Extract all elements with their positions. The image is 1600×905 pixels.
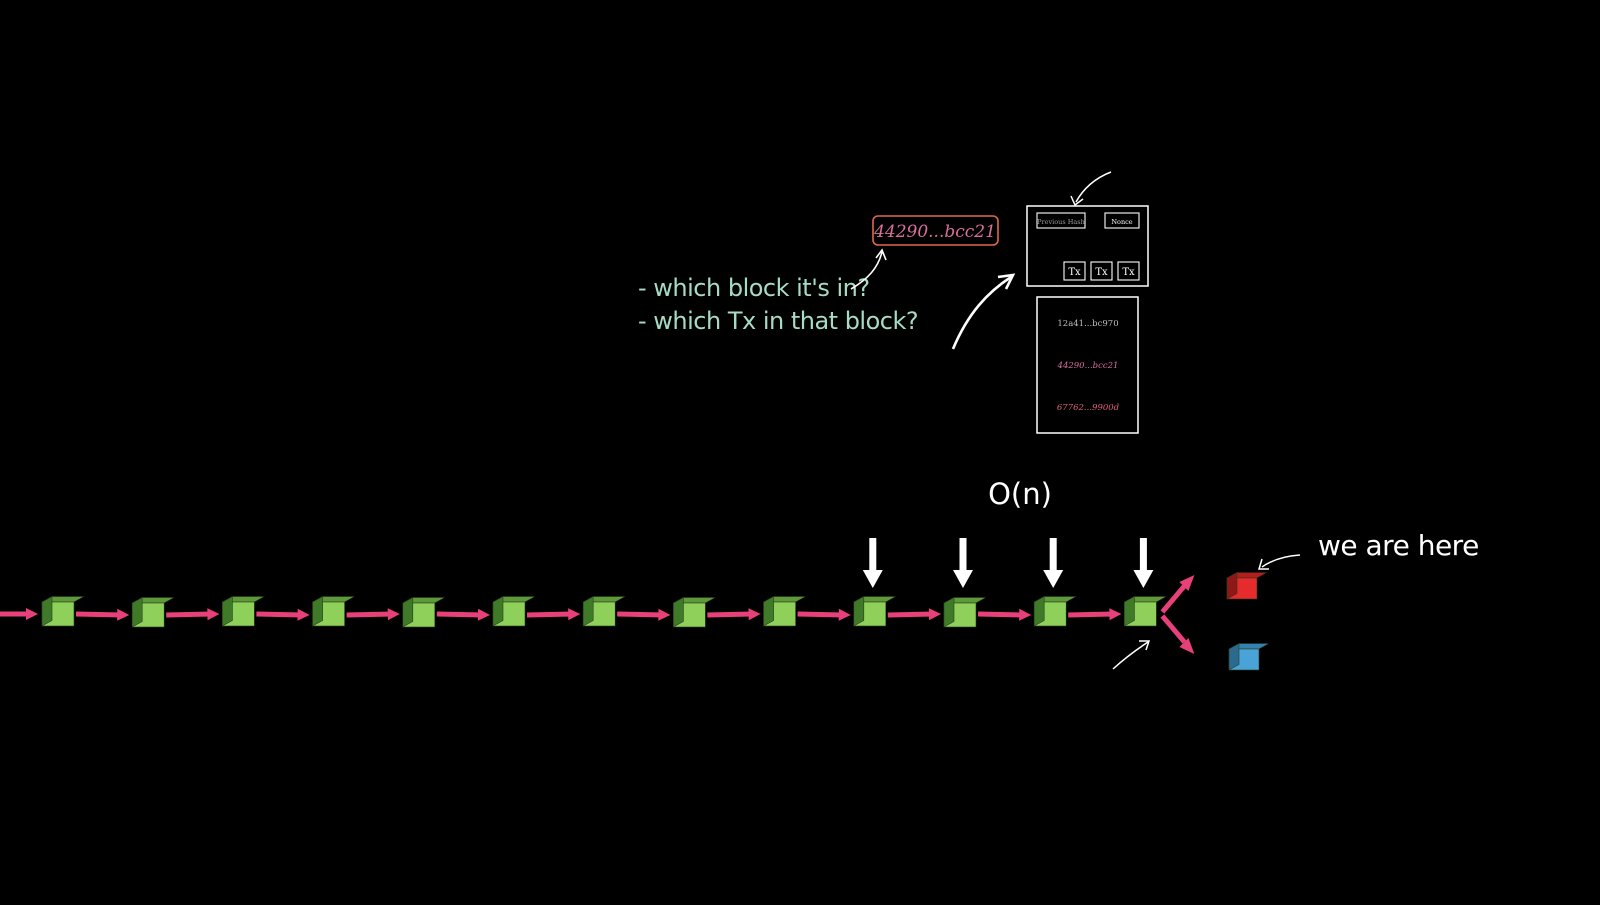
chain-block xyxy=(492,595,536,627)
chain-block xyxy=(1033,595,1077,627)
tx-cell-label: Tx xyxy=(1095,267,1108,278)
chain-link-arrow xyxy=(1068,611,1114,618)
chain-link-arrowhead xyxy=(26,608,38,620)
arrow-into-header xyxy=(1075,171,1112,203)
search-arrow-head xyxy=(1043,570,1064,588)
previous-hash-field xyxy=(1036,212,1086,229)
search-arrow-head xyxy=(953,570,973,588)
tx-hash-item-3: 67762...9900d xyxy=(1057,403,1120,413)
arrow-to-tip xyxy=(1261,554,1301,568)
chain-block xyxy=(41,595,85,627)
search-arrow-shaft xyxy=(959,538,967,572)
search-arrows xyxy=(862,538,1154,588)
fork-arrow-lower-head xyxy=(1179,638,1195,654)
chain-link-arrowhead xyxy=(658,608,671,621)
chain-block xyxy=(312,595,355,627)
search-arrow-shaft xyxy=(869,538,877,572)
chain-block xyxy=(673,596,716,628)
tx-cell-label: Tx xyxy=(1068,267,1081,278)
arrow-to-block-header-head xyxy=(997,273,1016,290)
arrow-to-tip-head xyxy=(1257,558,1269,570)
chain-link-arrowhead xyxy=(928,608,941,621)
search-arrow-head xyxy=(1133,570,1154,588)
chain-block xyxy=(1124,595,1167,627)
chain-link-arrow xyxy=(887,611,934,618)
fork-tip-blue xyxy=(1228,642,1270,671)
chain-link-arrow xyxy=(797,611,843,618)
arrow-notes-to-hash-head xyxy=(875,248,887,261)
chain-link-arrowhead xyxy=(297,608,310,621)
tx-hash-item-2: 44290...bcc21 xyxy=(1057,361,1119,371)
arrow-into-header-head xyxy=(1070,195,1084,207)
highlight-hash-text: 44290...bcc21 xyxy=(873,222,996,242)
tx-cells: Tx Tx Tx xyxy=(1063,261,1140,281)
chain-link-arrow xyxy=(166,611,212,618)
chain-link-arrowhead xyxy=(477,608,490,621)
tip-label: we are here xyxy=(1318,529,1479,562)
chain-link-arrowhead xyxy=(117,608,130,621)
chain-block xyxy=(582,595,626,627)
chain-block xyxy=(131,596,175,628)
chain-link-arrowhead xyxy=(1019,608,1032,621)
note-line-which-tx: - which Tx in that block? xyxy=(638,307,918,335)
chain-block xyxy=(763,595,806,627)
tx-cell xyxy=(1063,261,1086,281)
chain-link-arrow xyxy=(526,611,573,618)
tx-hash-list-box: 12a41...bc970 44290...bcc21 67762...9900… xyxy=(1036,296,1139,434)
highlight-hash-box: 44290...bcc21 xyxy=(872,215,999,246)
chain-link-arrow xyxy=(617,611,663,618)
fork-arrow-upper-head xyxy=(1179,575,1195,591)
arrow-to-last-block-head xyxy=(1139,640,1151,651)
tx-cell xyxy=(1090,261,1113,281)
chain-arrows xyxy=(0,608,1122,621)
chain-link-arrow xyxy=(346,611,392,618)
tx-hash-item-1: 12a41...bc970 xyxy=(1057,319,1118,329)
chain-block xyxy=(222,595,265,627)
arrow-notes-to-hash xyxy=(850,251,883,290)
fork xyxy=(1160,571,1270,671)
fork-arrow-lower xyxy=(1160,614,1187,644)
tx-cell-label: Tx xyxy=(1122,267,1135,278)
chain-link-arrow xyxy=(75,611,122,618)
fork-arrow-upper xyxy=(1160,584,1187,614)
nonce-field xyxy=(1104,212,1140,229)
search-arrow-shaft xyxy=(1139,538,1147,572)
chain-link-arrow xyxy=(256,611,302,618)
fork-tip-red xyxy=(1226,571,1268,600)
chain-link-arrow xyxy=(707,611,753,618)
chain-blocks xyxy=(41,595,1167,628)
block-header-box: Previous Hash Nonce Tx Tx Tx xyxy=(1026,205,1149,287)
chain-block xyxy=(853,595,896,627)
chain-link-arrowhead xyxy=(568,608,581,621)
chain-link-arrowhead xyxy=(838,608,851,621)
chain-link-arrow xyxy=(436,611,483,618)
chain-block xyxy=(943,596,987,628)
search-arrow-head xyxy=(862,570,883,588)
previous-hash-label: Previous Hash xyxy=(1037,218,1085,226)
chain-block xyxy=(402,596,445,628)
tx-cell xyxy=(1117,261,1140,281)
chain-link-arrowhead xyxy=(1109,608,1122,621)
chain-link-arrowhead xyxy=(387,608,400,621)
search-arrow-shaft xyxy=(1049,538,1057,572)
chain-link-arrowhead xyxy=(207,608,220,621)
note-line-which-block: - which block it's in? xyxy=(638,274,870,302)
complexity-label: O(n) xyxy=(988,477,1052,511)
arrow-to-last-block xyxy=(1112,641,1149,670)
chain-link-arrow xyxy=(977,611,1024,618)
chain-link-arrowhead xyxy=(748,608,761,621)
arrow-to-block-header xyxy=(951,275,1012,350)
nonce-label: Nonce xyxy=(1111,218,1132,226)
